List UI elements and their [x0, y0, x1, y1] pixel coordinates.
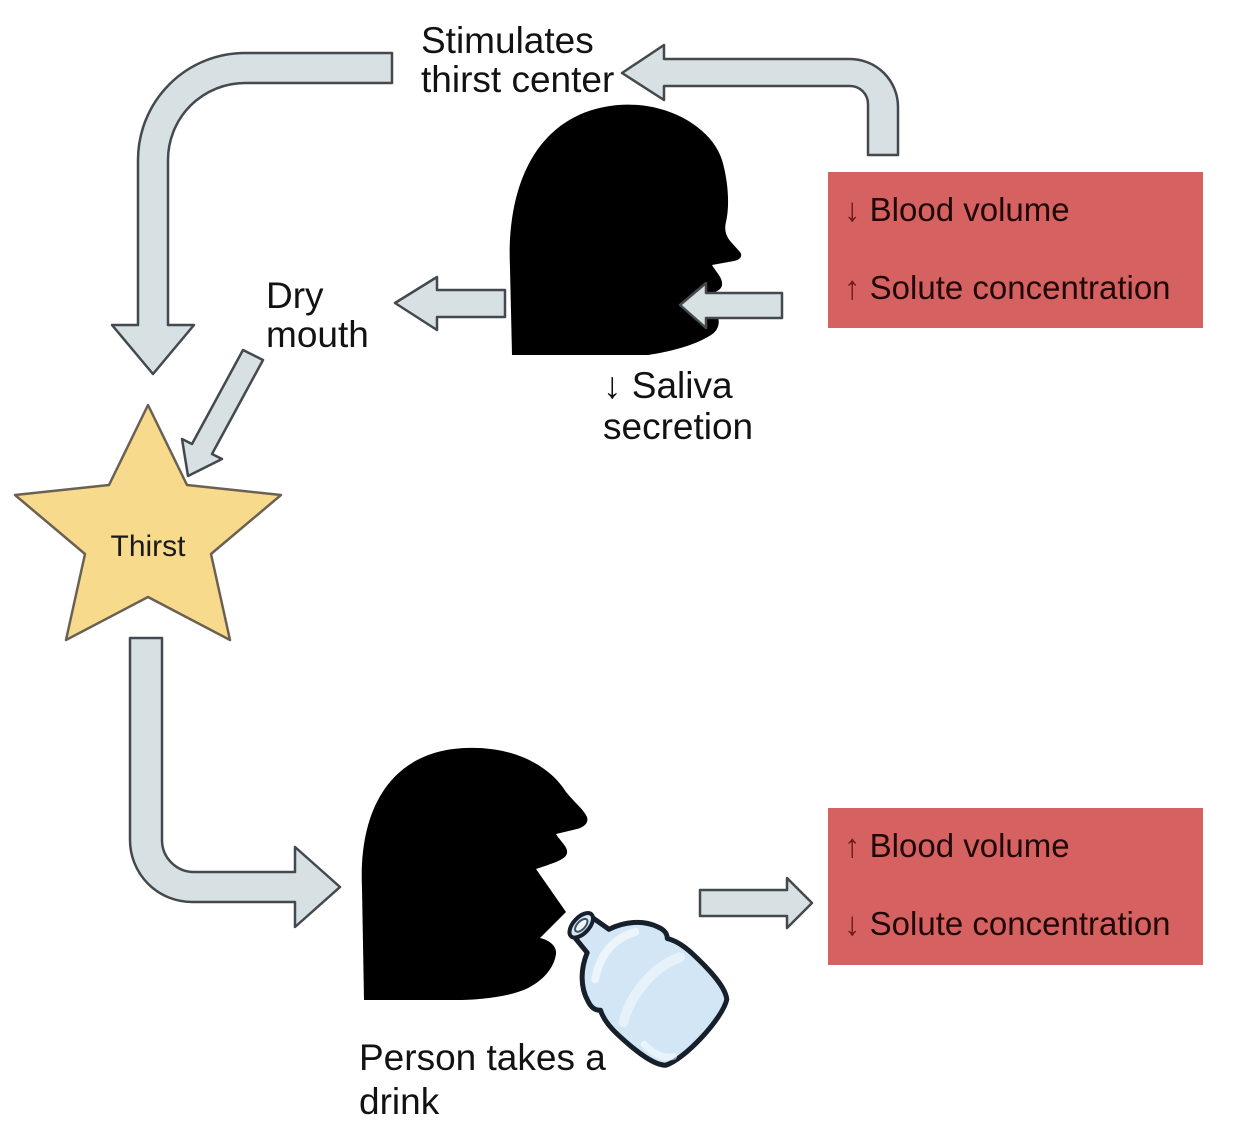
dry-mouth-label: Dry mouth	[266, 276, 369, 354]
dry-mouth-line1: Dry	[266, 275, 324, 316]
rehydration-line1-text: Blood volume	[869, 827, 1070, 864]
dehydration-blood-volume-line: ↓ Blood volume	[844, 190, 1070, 230]
dehydration-solute-line: ↑ Solute concentration	[844, 268, 1171, 308]
saliva-line2: secretion	[603, 406, 754, 447]
drink-line1: Person takes a	[359, 1037, 606, 1078]
rehydration-blood-volume-line: ↑ Blood volume	[844, 826, 1070, 866]
person-takes-drink-label: Person takes a drink	[359, 1036, 606, 1124]
stimulates-thirst-center-label: Stimulates thirst center	[421, 21, 614, 99]
rehydration-status-box: ↑ Blood volume ↓ Solute concentration	[828, 808, 1203, 965]
stimulates-line1: Stimulates	[421, 20, 594, 61]
up-arrow-glyph: ↑	[844, 269, 861, 306]
head-silhouette-profile-icon	[509, 104, 742, 355]
rehydration-line2-text: Solute concentration	[869, 905, 1171, 942]
dehydration-line1-text: Blood volume	[869, 191, 1070, 228]
dehydration-line2-text: Solute concentration	[869, 269, 1171, 306]
arrow-head-to-dry-mouth-icon	[393, 275, 507, 332]
drink-line2: drink	[359, 1081, 440, 1122]
up-arrow-glyph: ↑	[844, 827, 861, 864]
rehydration-solute-line: ↓ Solute concentration	[844, 904, 1171, 944]
dehydration-status-box: ↓ Blood volume ↑ Solute concentration	[828, 172, 1203, 328]
elbow-arrow-star-to-person-icon	[128, 636, 342, 929]
water-bottle-icon	[567, 911, 730, 1068]
head-silhouette-drinking-icon	[361, 747, 588, 1000]
stimulates-line2: thirst center	[421, 59, 615, 100]
arrow-person-to-blood-box-icon	[698, 876, 814, 930]
thirst-star-icon	[13, 403, 283, 642]
curved-arrow-thirst-center-to-star-icon	[110, 51, 394, 376]
arrow-blood-box-to-mouth-icon	[678, 281, 784, 330]
arrow-dry-mouth-to-star-icon	[180, 348, 265, 478]
down-arrow-glyph: ↓	[844, 191, 861, 228]
saliva-secretion-label: ↓ Saliva secretion	[603, 365, 753, 447]
down-arrow-glyph: ↓	[844, 905, 861, 942]
elbow-arrow-blood-box-to-thirst-center-icon	[620, 43, 900, 157]
saliva-line1: ↓ Saliva	[603, 365, 733, 406]
dry-mouth-line2: mouth	[266, 314, 369, 355]
thirst-star-label: Thirst	[110, 530, 186, 563]
